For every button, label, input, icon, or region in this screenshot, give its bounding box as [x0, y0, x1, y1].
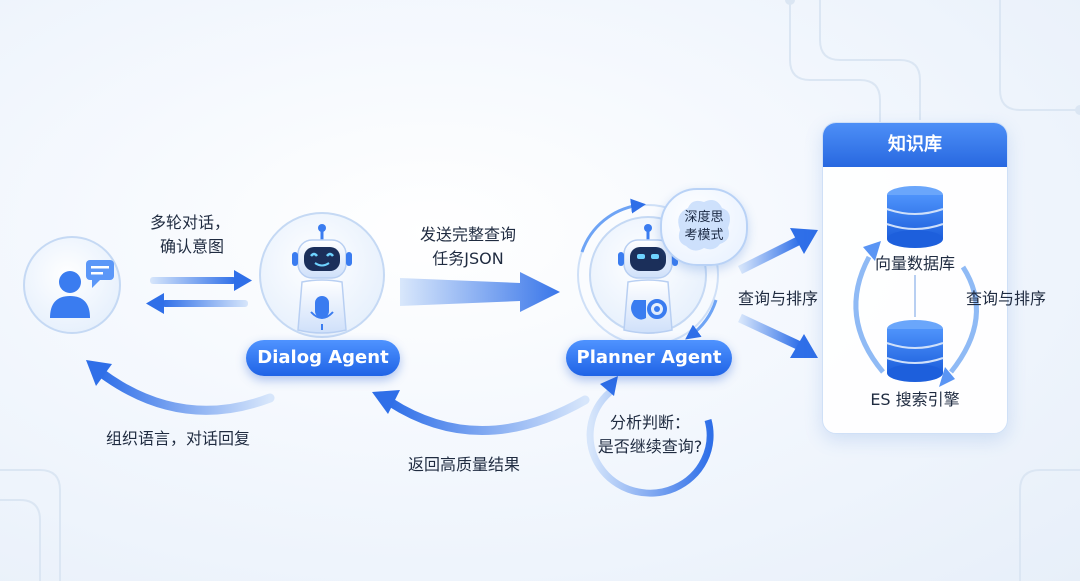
- planner-agent-label: Planner Agent: [566, 340, 732, 376]
- robot-icon: [618, 224, 678, 334]
- badge-line-1: 深度思: [684, 210, 724, 225]
- edge-label-kb-right: 查询与排序: [966, 289, 1047, 308]
- arrow-user-to-dialog: [150, 270, 252, 291]
- brain-gear-icon: [631, 299, 667, 320]
- edge-label-kb-left: 查询与排序: [738, 289, 819, 308]
- edge-label-dialog-to-planner-1: 发送完整查询: [419, 225, 516, 244]
- es-engine-label: ES 搜索引擎: [870, 390, 960, 409]
- brain-icon: [678, 200, 730, 251]
- edge-label-planner-loop-1: 分析判断：: [609, 413, 690, 432]
- edge-label-user-to-dialog-1: 多轮对话，: [150, 213, 231, 232]
- vector-db-label: 向量数据库: [874, 254, 955, 273]
- user-node: [23, 236, 121, 334]
- arrow-planner-to-dialog: [372, 390, 590, 435]
- badge-line-2: 考模式: [684, 228, 724, 243]
- knowledge-base-content: [853, 186, 979, 387]
- arrow-dialog-to-planner: [400, 272, 560, 312]
- arrow-dialog-to-user: [86, 360, 275, 415]
- edge-label-planner-to-dialog: 返回高质量结果: [408, 455, 521, 474]
- database-icon: [886, 186, 944, 248]
- dialog-agent-node: [259, 212, 385, 338]
- knowledge-base-panel: 知识库 向量数据库 ES 搜索引擎: [822, 122, 1008, 434]
- arrow-planner-self-loop: [586, 376, 714, 497]
- microphone-icon: [310, 296, 334, 330]
- knowledge-base-title: 知识库: [823, 123, 1007, 167]
- deep-thinking-badge: 深度思 考模式: [660, 188, 748, 266]
- arrow-planner-to-kb-lower: [738, 313, 818, 358]
- database-icon: [886, 320, 944, 382]
- arrow-planner-to-kb-upper: [737, 228, 818, 275]
- edge-label-user-to-dialog-2: 确认意图: [160, 237, 225, 256]
- dialog-agent-label: Dialog Agent: [246, 340, 400, 376]
- edge-label-dialog-to-user: 组织语言，对话回复: [106, 429, 251, 448]
- user-chat-icon: [50, 260, 114, 318]
- edge-label-planner-loop-2: 是否继续查询?: [597, 437, 703, 456]
- edge-label-dialog-to-planner-2: 任务JSON: [432, 249, 504, 268]
- arrow-dialog-to-user-small: [146, 293, 248, 314]
